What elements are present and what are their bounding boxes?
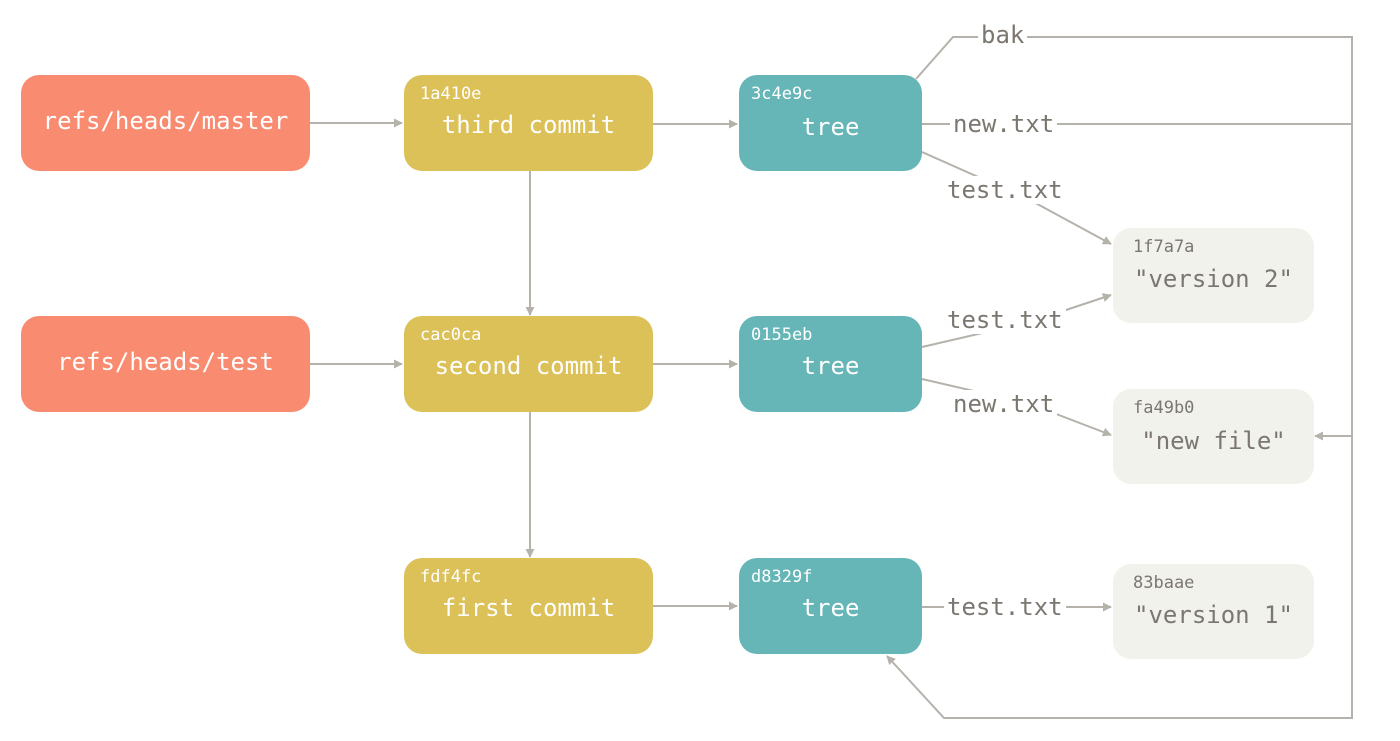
commit-second-sha: cac0ca [420, 325, 482, 345]
ref-master-node: refs/heads/master [21, 75, 310, 171]
ref-test-label: refs/heads/test [57, 348, 274, 376]
tree-0155eb-label: tree [801, 352, 860, 380]
edge-label-bak: bak [978, 21, 1028, 49]
tree-3c4e9c-label: tree [801, 113, 860, 141]
tree-3c4e9c-node: 3c4e9c tree [739, 75, 922, 171]
commit-third-node: 1a410e third commit [404, 75, 653, 171]
commit-first-node: fdf4fc first commit [404, 558, 653, 654]
blob-1f7a7a-label: "version 2" [1134, 265, 1293, 293]
blob-fa49b0-node: fa49b0 "new file" [1113, 389, 1314, 484]
ref-master-label: refs/heads/master [42, 107, 289, 135]
blob-1f7a7a-sha: 1f7a7a [1133, 237, 1195, 257]
edge-label-t1-test: test.txt [944, 593, 1066, 621]
edge-t3-new [922, 123, 1353, 441]
commit-second-label: second commit [434, 352, 623, 380]
commit-third-sha: 1a410e [420, 84, 482, 104]
blob-83baae-node: 83baae "version 1" [1113, 564, 1314, 659]
tree-3c4e9c-sha: 3c4e9c [751, 84, 813, 104]
edge-label-t3-new: new.txt [950, 110, 1058, 138]
tree-d8329f-node: d8329f tree [739, 558, 922, 654]
blob-fa49b0-sha: fa49b0 [1133, 398, 1195, 418]
ref-test-node: refs/heads/test [21, 316, 310, 412]
commit-first-label: first commit [441, 594, 616, 622]
commit-first-sha: fdf4fc [420, 567, 482, 587]
tree-d8329f-label: tree [801, 594, 860, 622]
tree-0155eb-node: 0155eb tree [739, 316, 922, 412]
commit-third-label: third commit [441, 111, 616, 139]
blob-83baae-sha: 83baae [1133, 573, 1195, 593]
tree-d8329f-sha: d8329f [751, 567, 813, 587]
edge-label-t2-test: test.txt [944, 306, 1066, 334]
edge-label-t3-test: test.txt [944, 176, 1066, 204]
blob-1f7a7a-node: 1f7a7a "version 2" [1113, 228, 1314, 323]
blob-fa49b0-label: "new file" [1141, 427, 1286, 455]
commit-second-node: cac0ca second commit [404, 316, 653, 412]
tree-0155eb-sha: 0155eb [751, 325, 813, 345]
blob-83baae-label: "version 1" [1134, 601, 1293, 629]
edge-label-t2-new: new.txt [950, 390, 1058, 418]
